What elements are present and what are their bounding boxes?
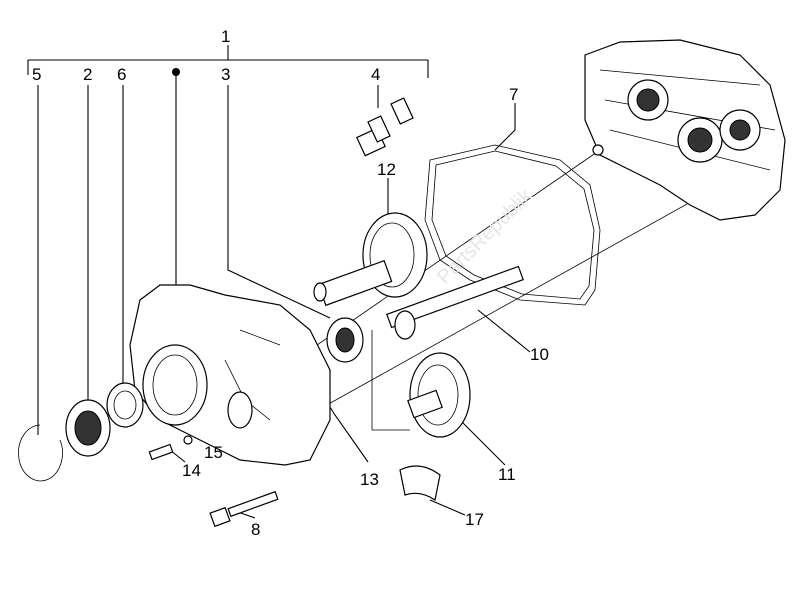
callout-17: 17 (465, 510, 484, 529)
clip-17 (399, 465, 441, 501)
callout-13: 13 (360, 470, 379, 489)
shaft-10 (386, 265, 524, 340)
bearing-13 (326, 317, 364, 363)
callout-14: 14 (182, 461, 201, 480)
callout-1: 1 (221, 27, 230, 46)
speedo-drive (356, 97, 414, 157)
callout-4: 4 (371, 65, 380, 84)
callout-6: 6 (117, 65, 126, 84)
circlip-5 (18, 424, 63, 482)
front-cover (129, 284, 331, 466)
bolt-8 (209, 490, 279, 528)
assembly-bracket (27, 45, 429, 78)
gear-11 (407, 352, 471, 438)
callout-3: 3 (221, 65, 230, 84)
callout-2: 2 (83, 65, 92, 84)
watermark: PartsRepublik (433, 184, 537, 288)
bearing-2 (65, 399, 111, 457)
rear-housing (584, 39, 786, 221)
callout-8: 8 (251, 520, 260, 539)
callout-7: 7 (509, 85, 518, 104)
callout-12: 12 (377, 160, 396, 179)
gear-shaft-12 (313, 212, 428, 307)
callout-15: 15 (204, 443, 223, 462)
seal-6 (106, 382, 144, 428)
callout-10: 10 (530, 345, 549, 364)
callout-5: 5 (32, 65, 41, 84)
callout-11: 11 (498, 465, 516, 484)
gasket (424, 144, 601, 306)
callout-labels: 1 2 3 4 5 6 7 8 10 11 12 13 14 15 17 (32, 27, 549, 539)
screw-14 (148, 435, 193, 461)
